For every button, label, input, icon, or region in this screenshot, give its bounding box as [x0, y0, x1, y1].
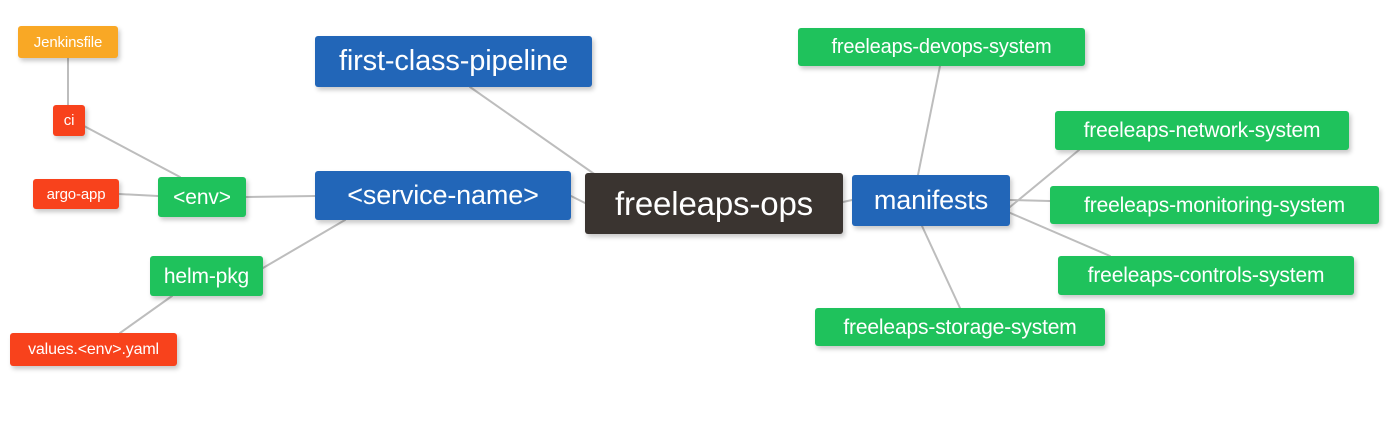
node-label-manifests: manifests [873, 185, 989, 215]
node-ci[interactable]: ci [53, 105, 85, 136]
node-env[interactable]: <env> [158, 177, 246, 217]
node-freeleaps-network-system[interactable]: freeleaps-network-system [1055, 111, 1349, 150]
node-first-class-pipeline[interactable]: first-class-pipeline [315, 36, 592, 87]
node-label-service-name: <service-name> [347, 180, 539, 210]
node-freeleaps-monitoring-system[interactable]: freeleaps-monitoring-system [1050, 186, 1379, 224]
node-label-first-class-pipeline: first-class-pipeline [338, 45, 569, 77]
node-label-freeleaps-ops: freeleaps-ops [615, 185, 813, 222]
node-freeleaps-controls-system[interactable]: freeleaps-controls-system [1058, 256, 1354, 295]
node-jenkinsfile[interactable]: Jenkinsfile [18, 26, 118, 58]
node-freeleaps-devops-system[interactable]: freeleaps-devops-system [798, 28, 1085, 66]
node-label-env: <env> [173, 185, 231, 209]
node-argo-app[interactable]: argo-app [33, 179, 119, 209]
node-label-freeleaps-devops-system: freeleaps-devops-system [831, 36, 1052, 58]
node-label-ci: ci [63, 112, 75, 129]
node-label-freeleaps-monitoring-system: freeleaps-monitoring-system [1084, 193, 1345, 217]
node-label-freeleaps-network-system: freeleaps-network-system [1083, 119, 1321, 142]
node-helm-pkg[interactable]: helm-pkg [150, 256, 263, 296]
node-manifests[interactable]: manifests [852, 175, 1010, 226]
node-label-freeleaps-storage-system: freeleaps-storage-system [843, 315, 1077, 339]
node-label-helm-pkg: helm-pkg [163, 264, 250, 288]
node-label-values-env-yaml: values.<env>.yaml [28, 340, 159, 358]
node-label-argo-app: argo-app [46, 185, 106, 203]
node-freeleaps-storage-system[interactable]: freeleaps-storage-system [815, 308, 1105, 346]
node-label-jenkinsfile: Jenkinsfile [33, 33, 103, 51]
node-service-name[interactable]: <service-name> [315, 171, 571, 220]
node-freeleaps-ops[interactable]: freeleaps-ops [585, 173, 843, 234]
node-label-freeleaps-controls-system: freeleaps-controls-system [1087, 264, 1325, 287]
node-values-env-yaml[interactable]: values.<env>.yaml [10, 333, 177, 366]
